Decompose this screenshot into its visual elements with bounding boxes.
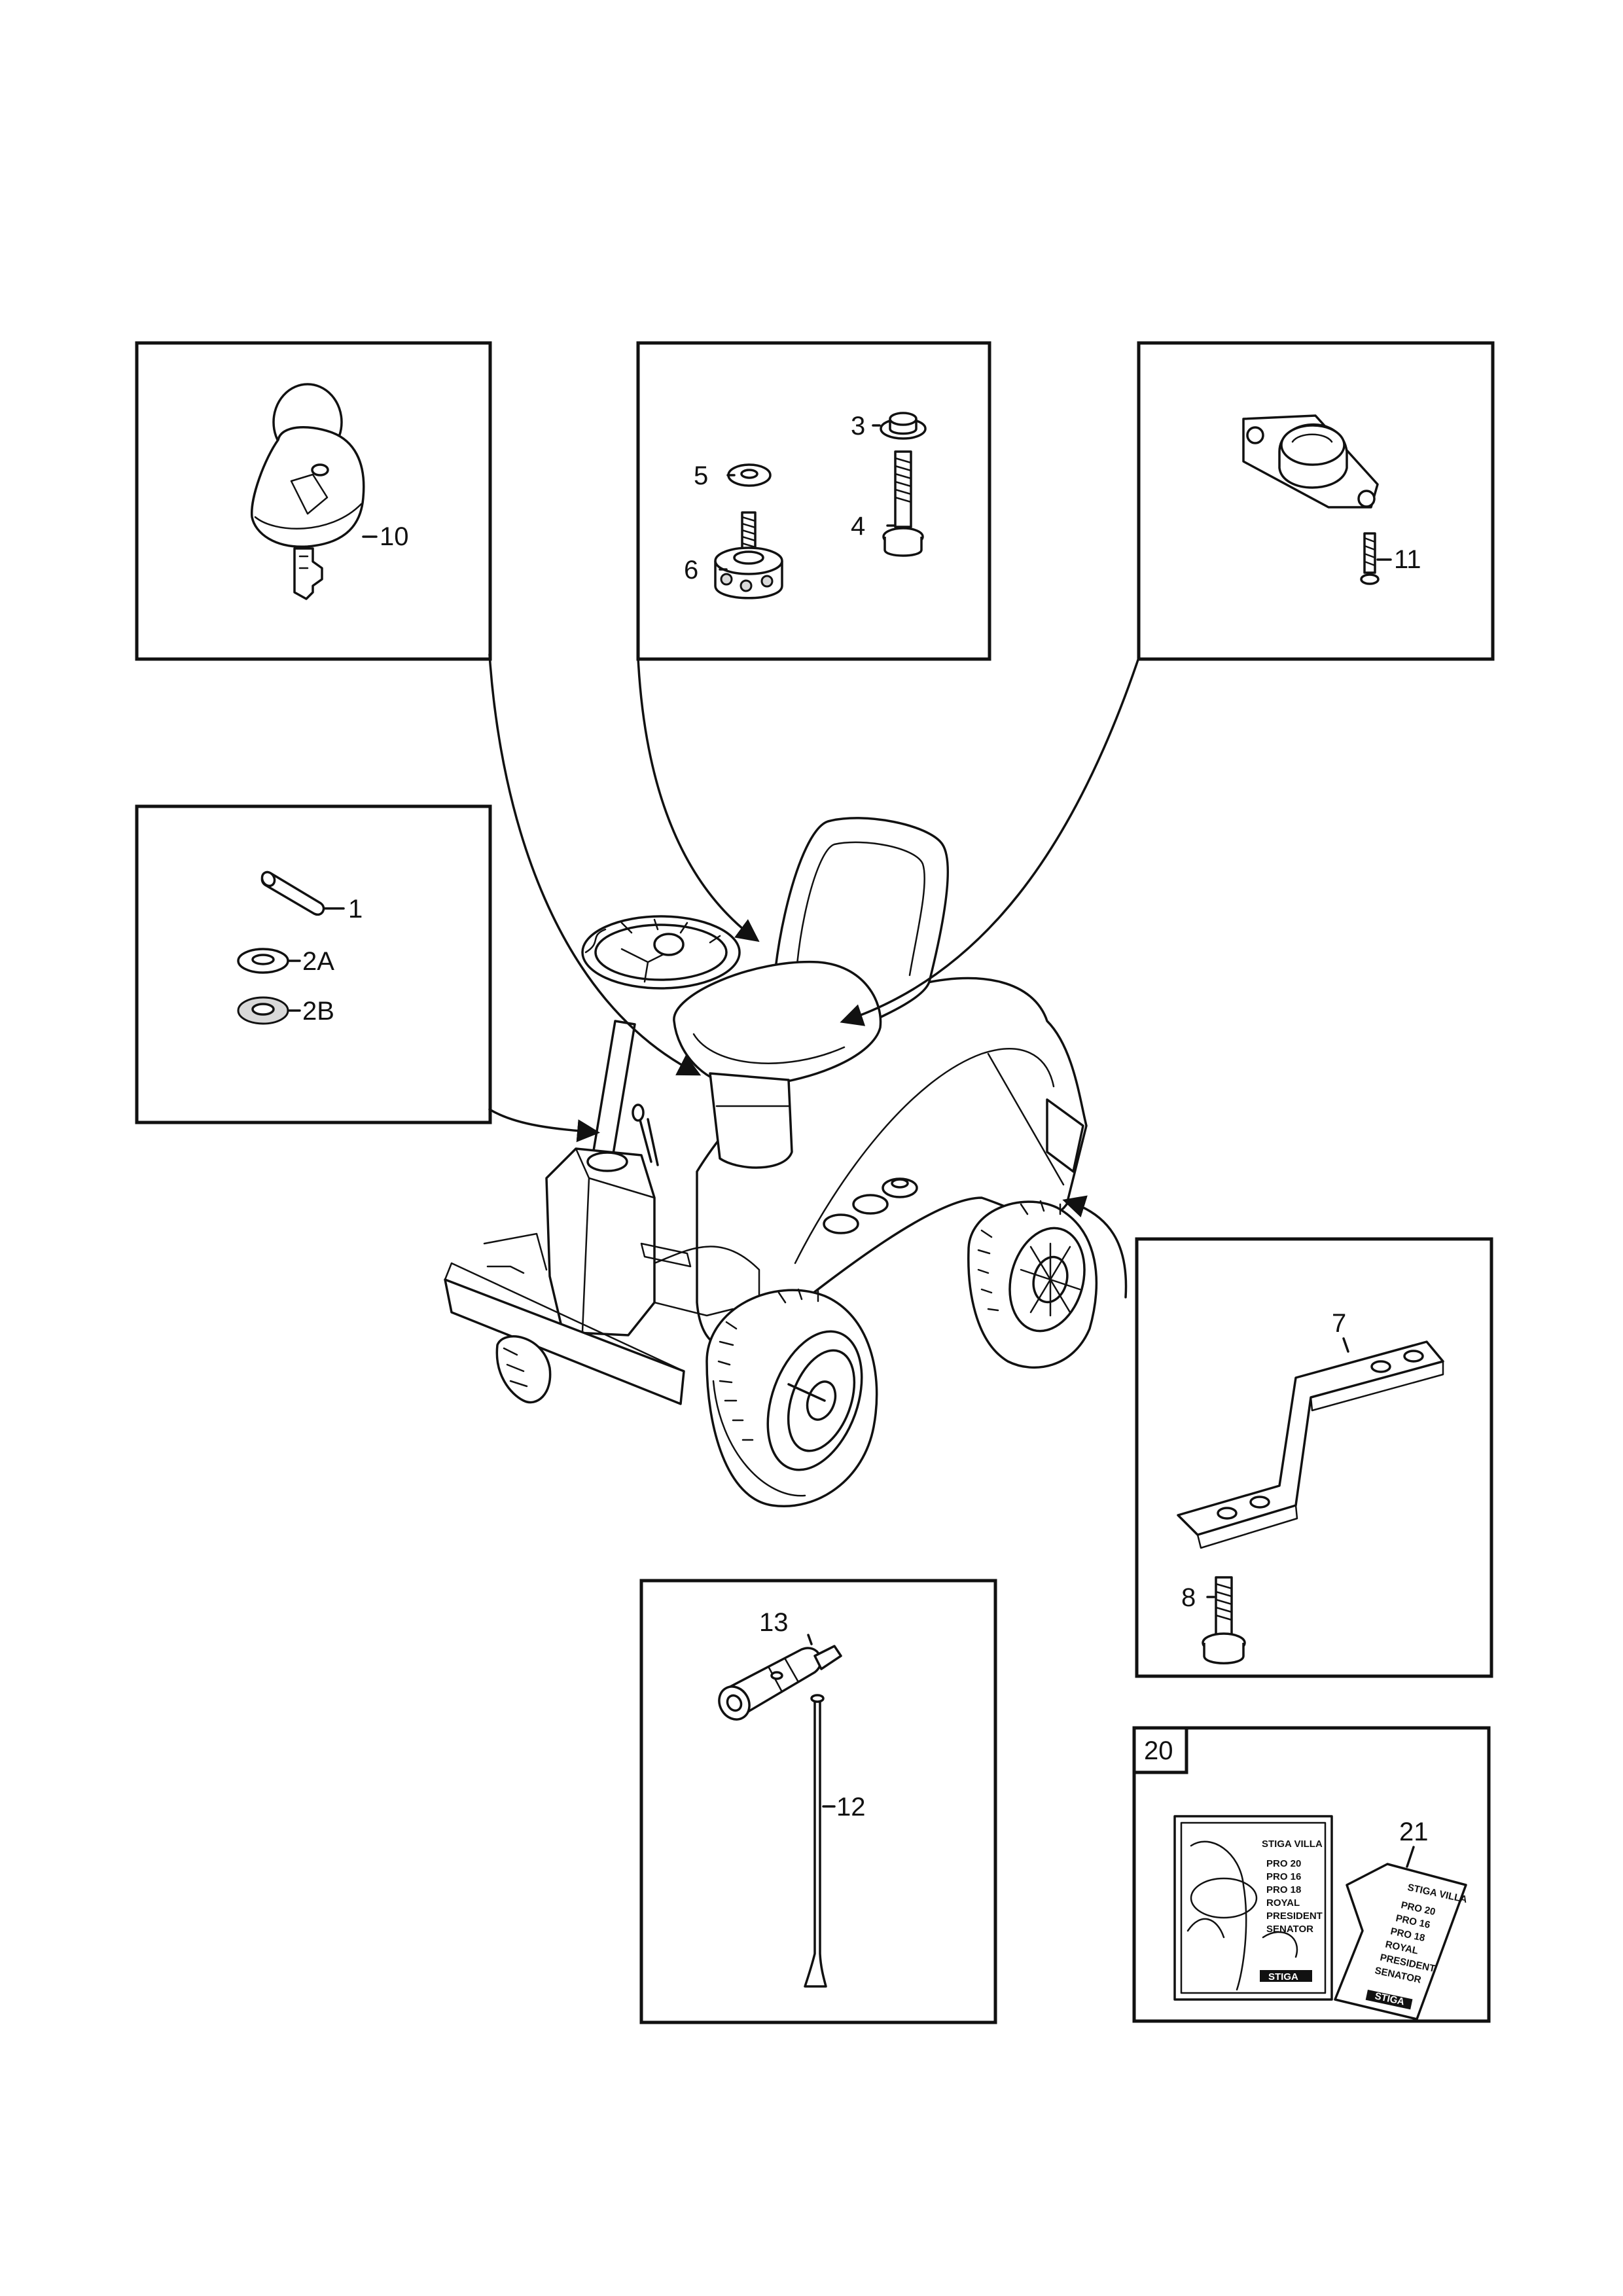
manual-cover-logo: STIGA xyxy=(1268,1971,1298,1982)
bolt-drawing xyxy=(882,450,924,557)
panel-tool: 13 12 xyxy=(639,1579,997,2024)
callout-1: 1 xyxy=(348,895,363,924)
riding-mower-drawing xyxy=(444,817,1098,1507)
ignition-key-drawing xyxy=(251,383,365,600)
knob-drawing xyxy=(714,511,783,600)
seat-switch-drawing xyxy=(1242,414,1380,585)
panel-seat-switch: 11 xyxy=(1137,341,1495,661)
callout-5: 5 xyxy=(694,461,708,490)
callout-20-box xyxy=(1132,1726,1188,1774)
bracket-drawing xyxy=(1177,1340,1444,1549)
washer-2b-drawing xyxy=(237,996,289,1025)
leader-arrows xyxy=(488,653,1140,1299)
callout-2a: 2A xyxy=(302,947,334,976)
bracket-bolt-drawing xyxy=(1202,1576,1246,1664)
callout-4: 4 xyxy=(851,512,865,541)
callout-11: 11 xyxy=(1394,545,1421,574)
manual-cover-model-2: PRO 16 xyxy=(1266,1871,1301,1882)
manual-cover-model-3: PRO 18 xyxy=(1266,1884,1301,1895)
callout-6: 6 xyxy=(684,556,698,584)
manual-cover-model-6: SENATOR xyxy=(1266,1924,1313,1935)
panel-pin-washers: 1 2A 2B xyxy=(135,804,492,1124)
callout-21: 21 xyxy=(1399,1818,1429,1846)
roll-pin-drawing xyxy=(260,870,325,916)
callout-7: 7 xyxy=(1332,1309,1346,1338)
manual-cover-model-5: PRESIDENT xyxy=(1266,1910,1323,1922)
callout-10: 10 xyxy=(380,522,409,551)
callout-2b: 2B xyxy=(302,997,334,1026)
tommy-bar-drawing xyxy=(804,1694,827,1988)
panel-documentation: 20 STIGA VILLA PRO 20 PRO 16 PRO 18 ROYA… xyxy=(1132,1726,1491,2023)
callout-3: 3 xyxy=(851,412,865,440)
callout-20: 20 xyxy=(1144,1736,1173,1765)
manual-cover-model-4: ROYAL xyxy=(1266,1897,1300,1909)
callout-13: 13 xyxy=(759,1608,789,1637)
panel-seat-hardware: 5 6 3 4 xyxy=(636,341,991,661)
callout-8: 8 xyxy=(1181,1583,1196,1612)
callout-12: 12 xyxy=(836,1793,866,1821)
manual-cover-model-1: PRO 20 xyxy=(1266,1858,1301,1869)
socket-wrench-drawing xyxy=(718,1645,842,1721)
manual-sheet-drawing: STIGA VILLA PRO 20 PRO 16 PRO 18 ROYAL P… xyxy=(1334,1863,1469,2020)
washer-2a-drawing xyxy=(237,948,289,974)
spacer-drawing xyxy=(880,412,927,440)
manual-cover-drawing: STIGA VILLA PRO 20 PRO 16 PRO 18 ROYAL P… xyxy=(1173,1815,1333,2001)
panel-bracket: 7 8 xyxy=(1135,1237,1493,1678)
manual-cover-title: STIGA VILLA xyxy=(1262,1839,1323,1850)
panel-ignition-key: 10 xyxy=(135,341,492,661)
